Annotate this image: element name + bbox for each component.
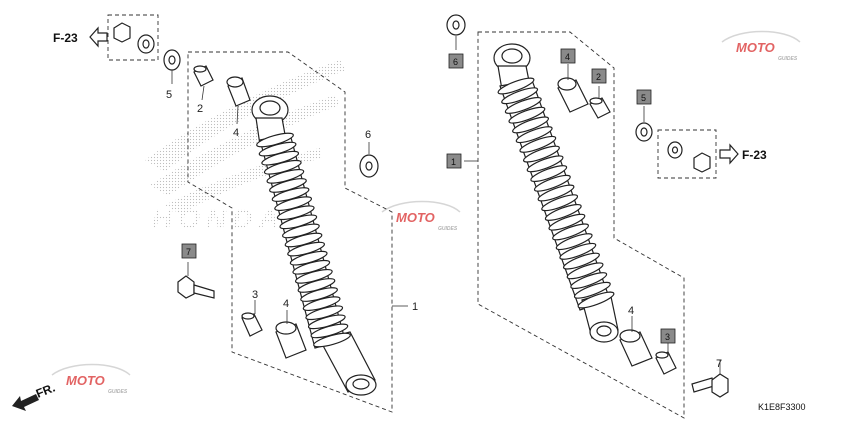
spring-coil — [544, 203, 582, 221]
moto-site-sub-text: GUIDES — [108, 389, 128, 395]
callout-4: 4 — [283, 298, 289, 310]
spring-coil — [555, 233, 593, 251]
spring-coil — [552, 223, 590, 241]
moto-site-text: MOTO — [66, 373, 105, 388]
spring-coil — [512, 116, 550, 134]
reference-box — [107, 14, 159, 61]
moto-guides-watermark-top-right: MOTO GUIDES — [721, 30, 801, 62]
washer-6-right — [446, 14, 466, 50]
spring-coil — [515, 126, 553, 144]
bushing-4-lower — [275, 310, 307, 359]
callout-4: 4 — [565, 52, 570, 62]
washer-5 — [163, 49, 181, 84]
reference-label: F-23 — [53, 31, 78, 45]
spring-coil — [530, 165, 568, 183]
callout-7: 7 — [716, 358, 722, 370]
spring-coil — [508, 106, 546, 124]
bolt-7-right — [691, 360, 729, 398]
washer-5-right — [635, 106, 653, 142]
spring-coil — [522, 145, 560, 163]
moto-guides-watermark-bottom-left: MOTO GUIDES — [51, 363, 131, 395]
reference-label: F-23 — [742, 148, 767, 162]
callout-6: 6 — [453, 57, 458, 67]
flange-nut-icon — [693, 152, 711, 173]
front-direction-indicator: FR. — [12, 381, 57, 411]
callout-3: 3 — [665, 332, 670, 342]
callout-4: 4 — [628, 305, 634, 317]
spring-coil — [519, 135, 557, 153]
direction-label: FR. — [34, 381, 57, 401]
right-callouts: 1 2 3 4 4 5 6 7 — [446, 48, 722, 370]
callout-2: 2 — [197, 103, 203, 115]
right-f23-reference: F-23 — [657, 129, 767, 179]
callout-6-box: 6 — [448, 53, 464, 69]
reference-box — [657, 129, 717, 179]
spring-coil — [566, 262, 604, 280]
moto-site-sub-text: GUIDES — [778, 56, 798, 62]
collar-3-left — [241, 300, 263, 337]
callout-2-box: 2 — [591, 68, 607, 84]
spring-coil — [577, 291, 615, 309]
left-assembly-outline — [187, 51, 393, 413]
spring-coil — [504, 96, 542, 114]
left-f23-reference: F-23 — [53, 14, 159, 61]
callout-7-box: 7 — [181, 243, 197, 259]
bushing-4-right-upper — [557, 64, 589, 113]
spring-coil — [526, 155, 564, 173]
flange-nut-icon — [113, 22, 131, 43]
callout-4: 4 — [233, 127, 239, 139]
moto-site-text: MOTO — [396, 210, 435, 225]
spring-coil — [548, 213, 586, 231]
right-assembly-outline — [477, 31, 685, 419]
moto-site-sub-text: GUIDES — [438, 226, 458, 232]
bolt-7-left — [177, 262, 215, 299]
callout-1-box: 1 — [446, 153, 462, 169]
spring-coil — [541, 194, 579, 212]
diagram-code: K1E8F3300 — [758, 402, 806, 412]
callout-4-box: 4 — [560, 48, 576, 64]
spring-coil — [573, 281, 611, 299]
left-callouts: 1 2 3 4 4 5 6 7 — [166, 89, 418, 313]
washer-6-left — [359, 142, 379, 178]
bushing-4-upper — [226, 76, 251, 125]
spring-coil — [570, 272, 608, 290]
callout-1: 1 — [412, 301, 418, 313]
spring-coil — [501, 87, 539, 105]
moto-guides-watermark-center: MOTO GUIDES — [381, 200, 461, 232]
callout-5-box: 5 — [636, 89, 652, 105]
spring-coil — [533, 174, 571, 192]
callout-7: 7 — [186, 247, 191, 257]
callout-2: 2 — [596, 72, 601, 82]
left-spring-coils — [256, 132, 351, 348]
spring-coil — [559, 242, 597, 260]
spring-coil — [313, 332, 351, 348]
collar-3-right — [655, 340, 677, 375]
front-arrow-icon — [12, 394, 39, 411]
spring-coil — [562, 252, 600, 270]
callout-3: 3 — [252, 289, 258, 301]
moto-site-text: MOTO — [736, 40, 775, 55]
honda-brand-text: HONDA — [152, 203, 285, 234]
callout-3-box: 3 — [660, 328, 676, 344]
bushing-4-right-lower — [619, 316, 653, 367]
reference-arrow-icon — [89, 26, 108, 48]
right-spring-coils — [497, 77, 615, 309]
spring-coil — [537, 184, 575, 202]
callout-5: 5 — [166, 89, 172, 101]
callout-1: 1 — [451, 157, 456, 167]
collar-2 — [193, 65, 214, 101]
callout-5: 5 — [641, 93, 646, 103]
callout-6: 6 — [365, 129, 371, 141]
reference-arrow-icon — [719, 143, 739, 165]
collar-2-right — [589, 86, 611, 119]
spring-coil — [497, 77, 535, 95]
